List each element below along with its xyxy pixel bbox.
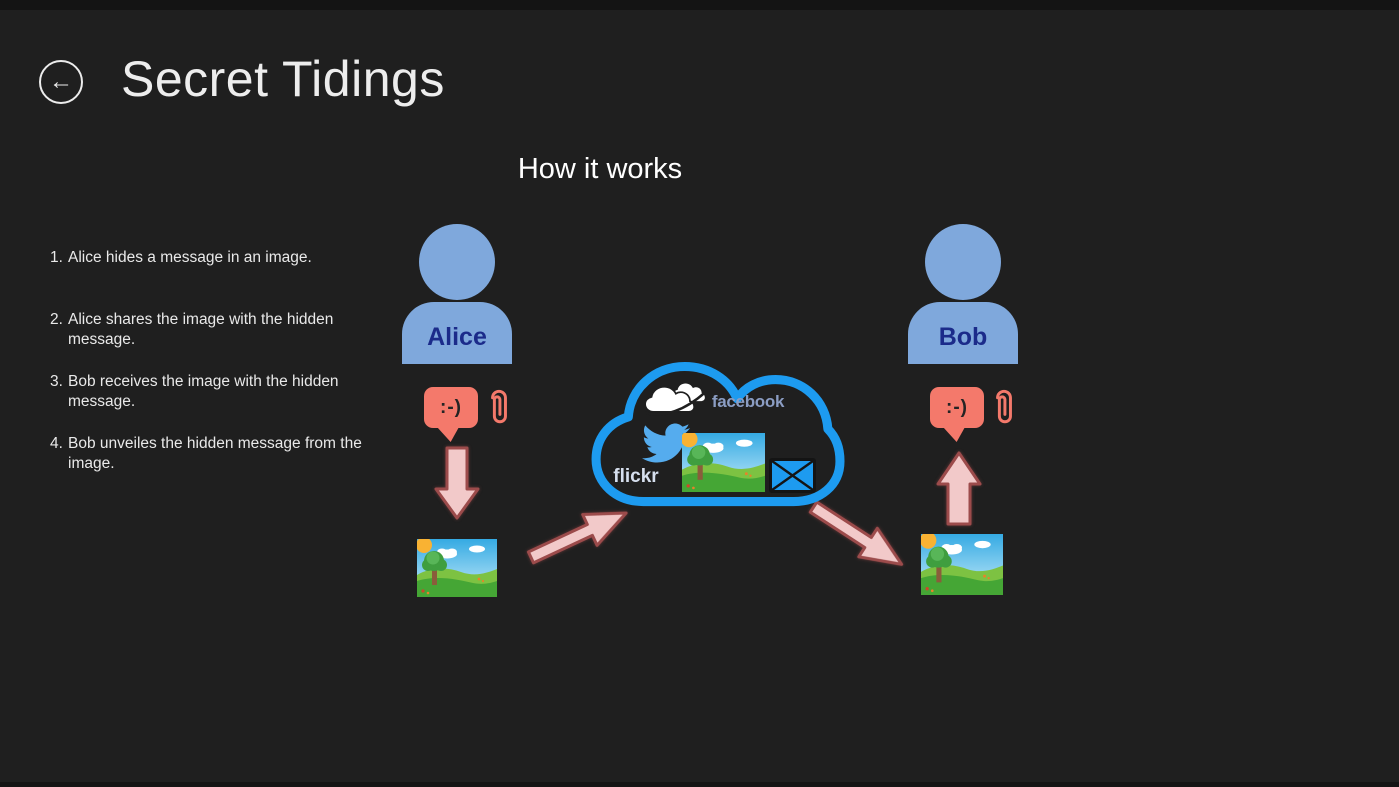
flickr-label: flickr <box>613 466 659 487</box>
page-heading: How it works <box>517 153 683 185</box>
smiley-text: :-) <box>440 396 462 418</box>
person-head <box>419 224 495 300</box>
arrow-upright-icon <box>526 511 628 565</box>
envelope-icon <box>769 458 816 493</box>
top-edge-strip <box>0 0 1399 10</box>
landscape-image <box>417 539 497 597</box>
person-body: Alice <box>402 302 512 364</box>
cloud-icon <box>591 361 845 507</box>
step-text: Bob receives the image with the hidden m… <box>68 372 339 411</box>
step-text: Bob unveiles the hidden message from the… <box>68 434 362 473</box>
app-title: Secret Tidings <box>121 51 445 107</box>
alice-name-label: Alice <box>427 322 487 351</box>
smiley-message-icon: :-) <box>930 387 984 428</box>
step-text: Alice hides a message in an image. <box>68 249 312 266</box>
facebook-label: facebook <box>711 392 785 411</box>
person-head <box>925 224 1001 300</box>
bob-name-label: Bob <box>938 322 988 351</box>
step-item: 3. Bob receives the image with the hidde… <box>50 372 372 413</box>
bottom-edge-strip <box>0 782 1399 787</box>
back-button[interactable]: ← <box>39 60 83 104</box>
step-number: 2. <box>50 310 63 328</box>
paperclip-icon <box>996 389 1012 424</box>
arrow-up-icon <box>936 451 982 526</box>
step-item: 1. Alice hides a message in an image. <box>50 248 372 269</box>
step-number: 1. <box>50 249 63 266</box>
arrow-down-icon <box>434 446 480 520</box>
step-item: 2. Alice shares the image with the hidde… <box>50 310 372 351</box>
step-number: 4. <box>50 434 63 452</box>
alice-person-icon: Alice <box>402 224 512 364</box>
step-number: 3. <box>50 372 63 390</box>
back-icon: ← <box>49 68 73 95</box>
paperclip-icon <box>491 389 507 424</box>
person-body: Bob <box>908 302 1018 364</box>
arrow-downright-icon <box>808 500 904 566</box>
step-text: Alice shares the image with the hidden m… <box>68 310 334 349</box>
bob-person-icon: Bob <box>908 224 1018 364</box>
landscape-image <box>682 433 765 492</box>
step-item: 4. Bob unveiles the hidden message from … <box>50 434 372 475</box>
twitter-icon <box>642 423 691 463</box>
steps-list: 1. Alice hides a message in an image. 2.… <box>50 248 372 496</box>
landscape-image <box>921 534 1003 595</box>
skydrive-icon <box>644 383 706 416</box>
smiley-text: :-) <box>946 396 968 418</box>
smiley-message-icon: :-) <box>424 387 478 428</box>
